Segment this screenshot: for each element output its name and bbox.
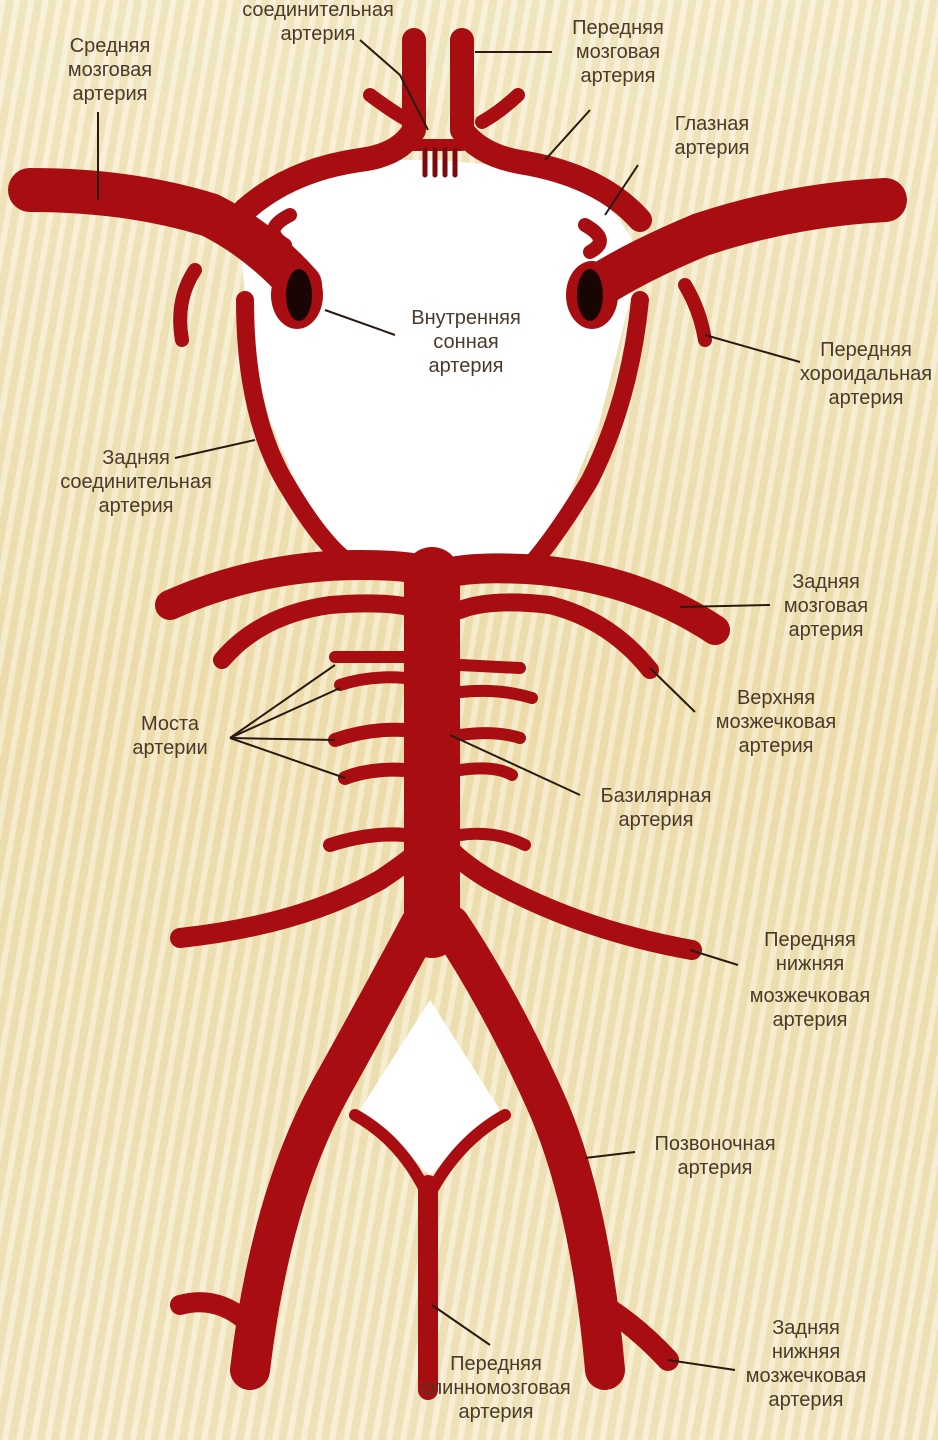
vertebral-artery-label: Позвоночная артерия (654, 1132, 775, 1180)
pontine-artery-r3 (460, 733, 520, 738)
superior-cerebellar-artery-label: Верхняя мозжечковая артерия (716, 686, 837, 758)
middle-cerebral-artery-label: Средняя мозговая артерия (68, 34, 152, 106)
pontine-artery-r4 (460, 768, 512, 775)
pontine-artery-r1 (460, 665, 520, 668)
pontine-artery-r2 (460, 691, 532, 698)
anterior-choroidal-artery-right (685, 285, 705, 340)
basilar-artery-label: Базилярная артерия (601, 784, 712, 832)
anterior-inferior-cerebellar-artery-label: Передняя нижняя мозжечковая артерия (750, 928, 871, 1032)
posterior-inferior-cerebellar-artery-left (180, 1302, 245, 1320)
internal-carotid-artery-label: Внутренняя сонная артерия (411, 306, 521, 378)
vertebral-artery-right (450, 925, 605, 1370)
superior-cerebellar-artery-right (460, 602, 650, 670)
pontine-artery-l5 (330, 834, 405, 845)
pontine-artery-l3 (335, 730, 405, 740)
anterior-choroidal-artery-left (180, 270, 195, 340)
pontine-artery-l4 (345, 770, 405, 778)
pontine-arteries-label: Моста артерии (132, 712, 207, 760)
posterior-inferior-cerebellar-artery-label: Задняя нижняя мозжечковая артерия (746, 1316, 867, 1412)
anterior-inferior-cerebellar-artery-left (180, 850, 420, 938)
aca-branch-left (370, 95, 404, 118)
ophthalmic-artery-label: Глазная артерия (675, 112, 750, 160)
aca-branch-right (482, 95, 518, 122)
pontine-artery-l2 (340, 677, 405, 685)
anterior-spinal-artery-label: Передняя спинномозговая артерия (421, 1352, 570, 1424)
anterior-choroidal-artery-label: Передняя хороидальная артерия (800, 338, 932, 410)
anterior-communicating-artery-label: соединительная артерия (242, 0, 394, 46)
anterior-inferior-cerebellar-artery-right (450, 850, 692, 950)
posterior-cerebral-artery-label: Задняя мозговая артерия (784, 570, 868, 642)
pontine-artery-r5 (460, 834, 525, 845)
anterior-cerebral-artery-label: Передняя мозговая артерия (572, 16, 664, 88)
posterior-communicating-artery-label: Задняя соединительная артерия (60, 446, 212, 518)
